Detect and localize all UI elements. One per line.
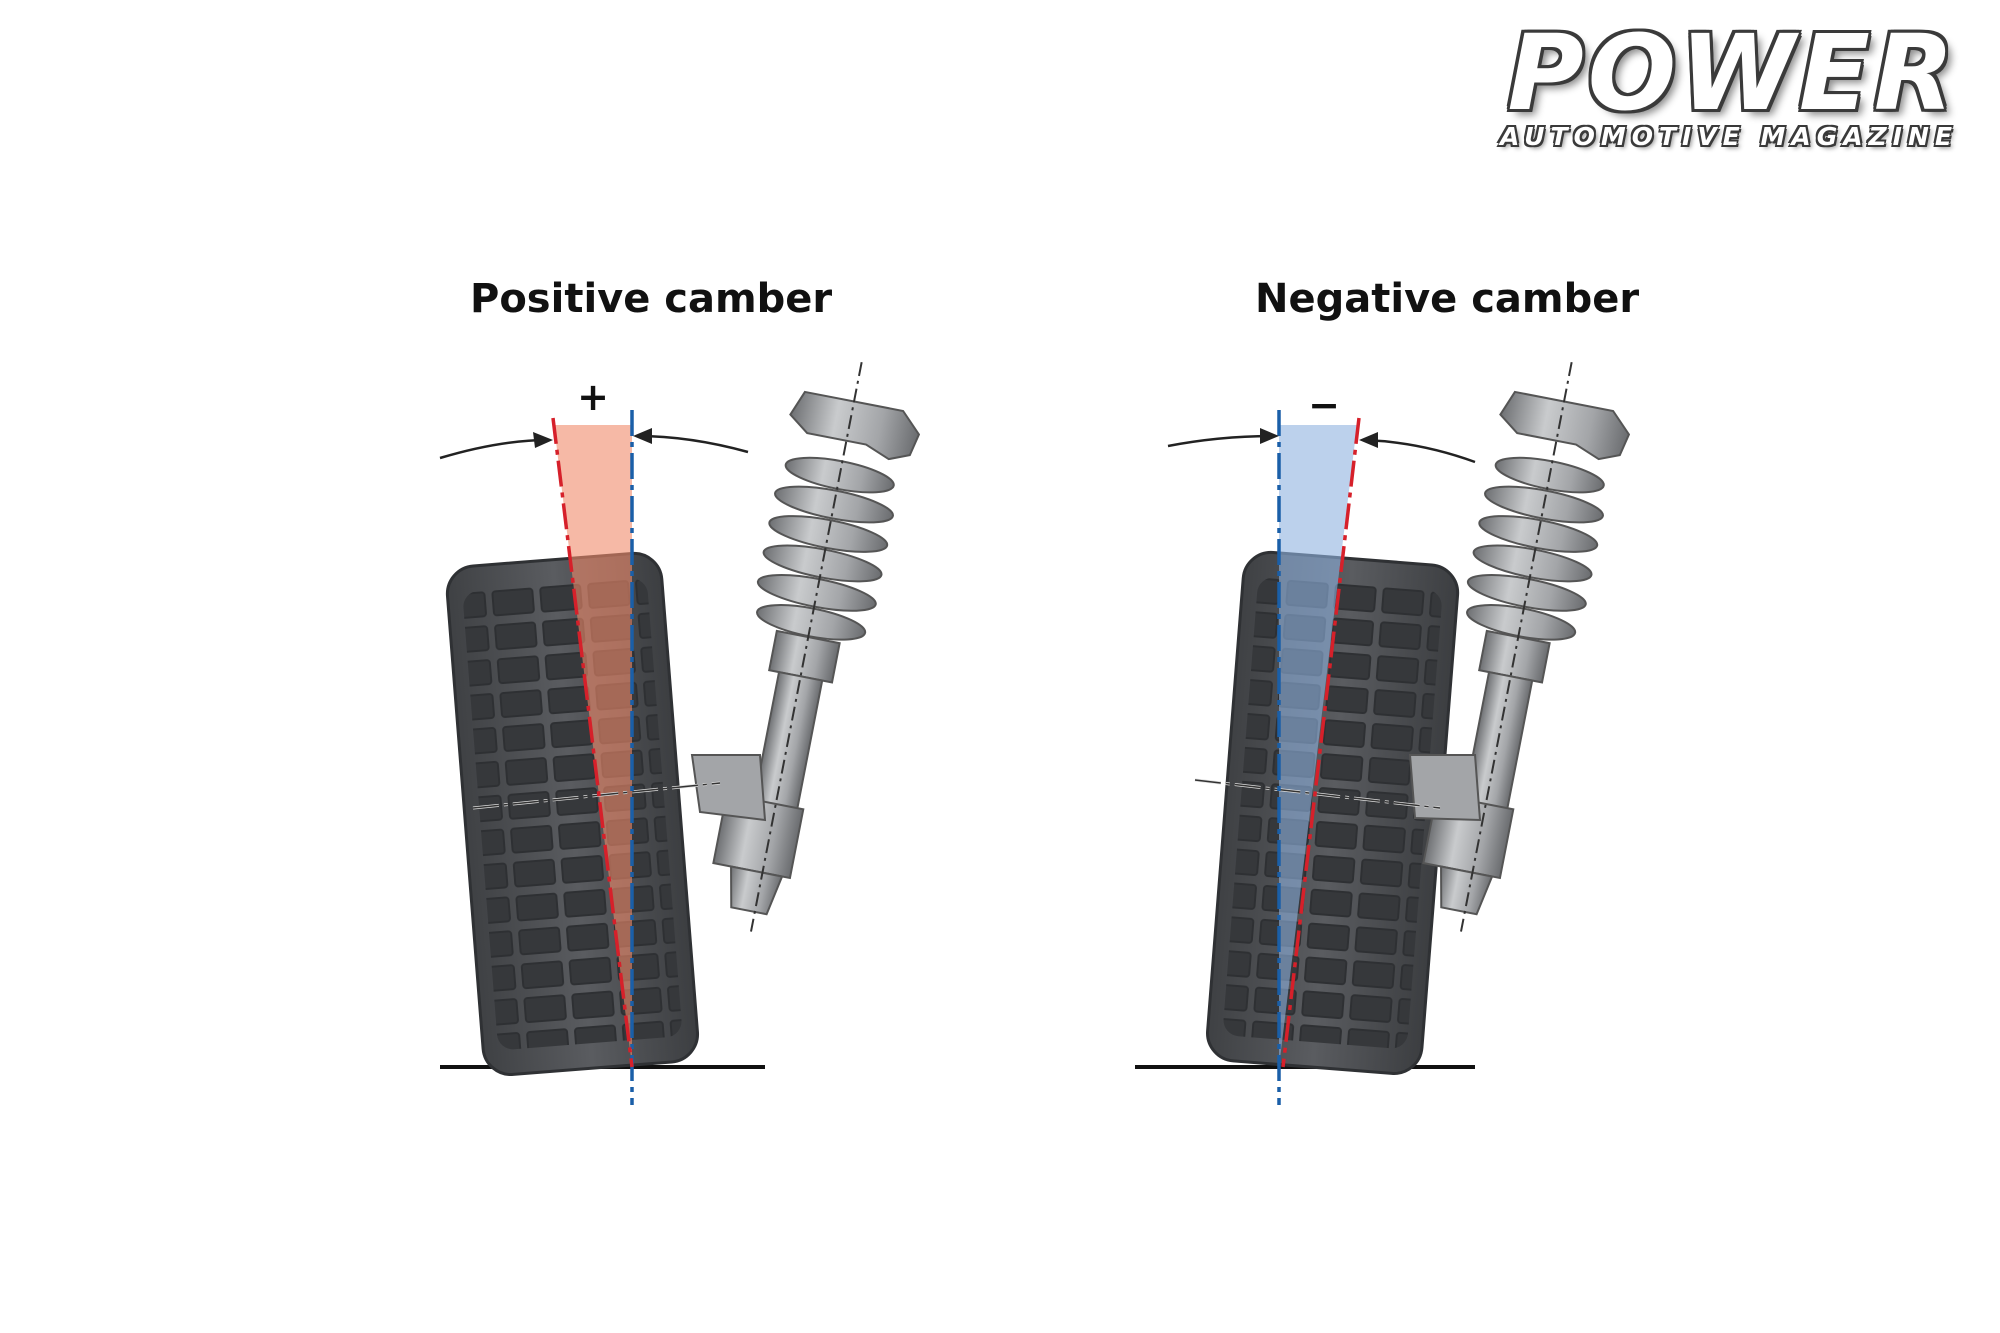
negative-arc-right (1363, 438, 1476, 464)
brand-logo-tagline: AUTOMOTIVE MAGAZINE (1500, 122, 1958, 151)
positive-tire (445, 551, 700, 1077)
brand-logo: POWER AUTOMOTIVE MAGAZINE (1440, 12, 1980, 151)
negative-camber-title: Negative camber (1255, 276, 1640, 322)
negative-sign: − (1308, 383, 1340, 427)
positive-tilted-axis (551, 417, 634, 1068)
negative-camber-wedge (1279, 425, 1357, 1067)
negative-arrow-left (1260, 428, 1279, 444)
positive-arrow-left (533, 432, 553, 448)
positive-knuckle (690, 754, 767, 822)
positive-camber-diagram: + (439, 349, 932, 1105)
positive-arrow-right (633, 428, 652, 444)
positive-arc-left (439, 438, 549, 460)
positive-arc-right (636, 434, 749, 454)
negative-knuckle (1408, 754, 1482, 822)
positive-sign: + (577, 375, 609, 419)
brand-logo-name: POWER (1507, 12, 1958, 134)
positive-strut (691, 349, 932, 946)
negative-camber-diagram: − (1135, 349, 1642, 1105)
negative-arc-left (1167, 434, 1275, 448)
negative-tilted-axis (1281, 417, 1361, 1068)
positive-camber-title: Positive camber (470, 276, 833, 322)
negative-arrow-right (1359, 432, 1378, 448)
